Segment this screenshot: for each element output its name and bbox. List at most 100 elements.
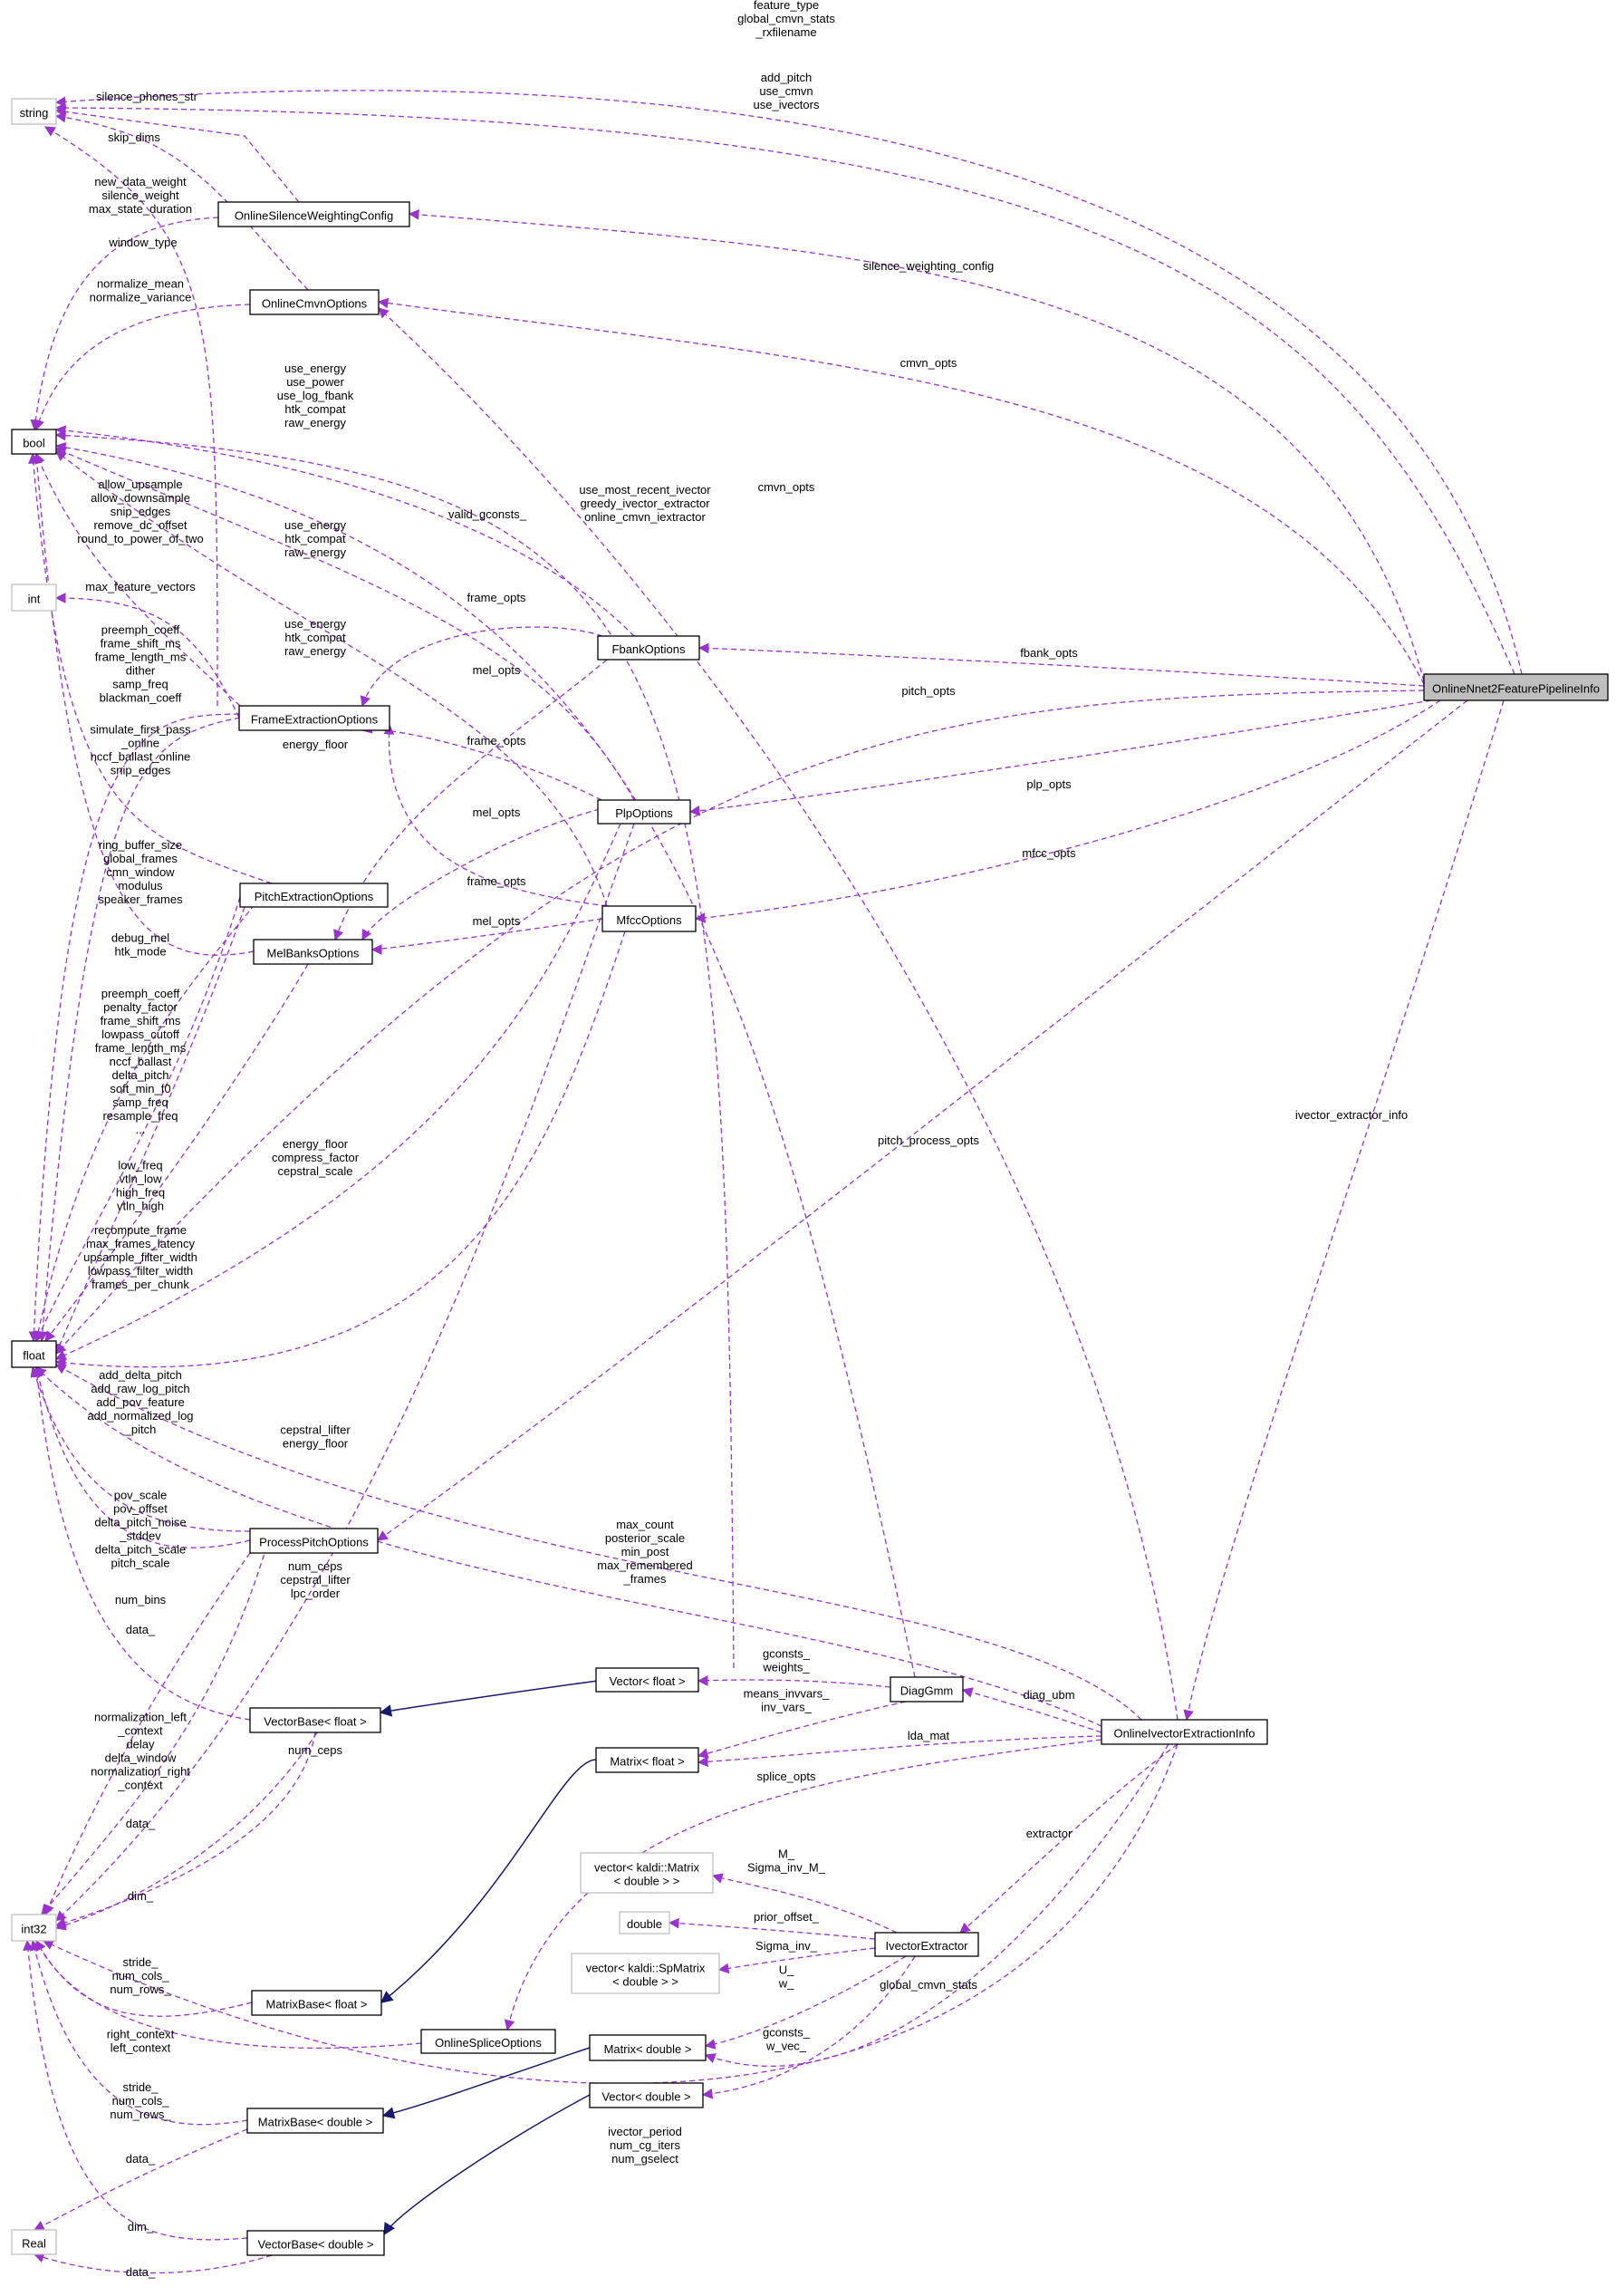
node-real: Real [11,2229,57,2255]
node-label-ivectorextractor: IvectorExtractor [885,1939,968,1953]
node-float[interactable]: float [11,1340,57,1368]
node-box-matrixfloat [595,1747,699,1773]
edge-label-e4: skip_dims [108,130,160,144]
usage-edge-e44 [41,1528,273,1915]
edge-label-e21: mel_opts [473,806,521,819]
nodes-layer: stringboolintfloatint32RealOnlineSilence… [11,98,1609,2256]
node-processpitchoptions[interactable]: ProcessPitchOptions [249,1528,379,1554]
usage-edge-e38 [961,1687,1102,1733]
node-box-frameextractionoptions [238,705,390,731]
usage-edge-e14 [360,626,603,708]
node-onlineivectorextractioninfo[interactable]: OnlineIvectorExtractionInfo [1101,1719,1268,1745]
usage-edge-e9 [54,441,916,1678]
node-onlinespliceoptions[interactable]: OnlineSpliceOptions [420,2029,556,2054]
usage-edge-e17 [333,659,608,941]
node-diaggmm[interactable]: DiagGmm [890,1676,964,1703]
node-matrixdouble[interactable]: Matrix< double > [589,2034,707,2061]
node-label-onlinecmvnoptions: OnlineCmvnOptions [262,296,368,310]
usage-edge-e49 [717,1947,876,1974]
node-plpoptions[interactable]: PlpOptions [597,799,691,825]
node-int: int [11,584,57,612]
node-frameextractionoptions[interactable]: FrameExtractionOptions [238,705,390,731]
node-matrixfloat[interactable]: Matrix< float > [595,1747,699,1773]
node-onlinecmvnoptions[interactable]: OnlineCmvnOptions [249,289,380,315]
node-box-float [11,1340,57,1368]
node-box-matrixbasefloat [251,1990,382,2016]
node-label-mfccoptions: MfccOptions [616,913,682,927]
usage-edge-e47 [54,1732,318,1931]
node-box-pitchextractionoptions [239,883,389,908]
node-mfccoptions[interactable]: MfccOptions [601,905,697,932]
edge-label-e38: diag_ubm [1023,1688,1074,1702]
edge-label-e61: cmvn_opts [900,356,957,370]
node-onlinesilenceweightingconfig[interactable]: OnlineSilenceWeightingConfig [217,201,410,227]
node-fbankoptions[interactable]: FbankOptions [597,635,700,661]
usage-edge-e34 [55,823,635,1922]
usage-edge-e51 [704,1955,907,2050]
node-vectorbasedouble[interactable]: VectorBase< double > [246,2230,385,2256]
node-vectorbasefloat[interactable]: VectorBase< float > [249,1707,381,1733]
node-label-matrixbasedouble: MatrixBase< double > [258,2115,372,2128]
edge-label-e40: lda_mat [908,1729,950,1742]
node-melbanksoptions[interactable]: MelBanksOptions [253,939,373,965]
node-vectorkaldispmatrix: vector< kaldi::SpMatrix< double > > [571,1953,720,1994]
node-label-matrixbasefloat: MatrixBase< float > [266,1997,368,2011]
node-box-plpoptions [597,799,691,825]
node-box-mfccoptions [601,905,697,932]
usage-edge-e8 [54,425,635,637]
edge-label-e46: M_Sigma_inv_M_ [747,1847,826,1875]
node-label-vectorbasefloat: VectorBase< float > [264,1714,366,1728]
node-box-vectorbasedouble [246,2230,385,2256]
node-box-int [11,584,57,612]
edge-label-e6: window_type [108,236,177,249]
node-box-ivectorextractor [874,1932,979,1957]
usage-edge-e48 [668,1917,876,1940]
usage-edge-e46 [711,1873,898,1934]
node-matrixbasefloat[interactable]: MatrixBase< float > [251,1990,382,2016]
node-bool[interactable]: bool [11,429,57,455]
edge-label-e45: extractor [1026,1827,1073,1840]
node-box-real [11,2229,57,2255]
edge-label-e18: energy_floor [283,738,349,751]
node-matrixbasedouble[interactable]: MatrixBase< double > [246,2108,384,2134]
node-vectorfloat[interactable]: Vector< float > [595,1667,699,1693]
node-box-fbankoptions [597,635,700,661]
edge-label-e60: silence_weighting_config [863,259,995,273]
node-label-matrixdouble: Matrix< double > [604,2042,692,2056]
node-ivectorextractor[interactable]: IvectorExtractor [874,1932,979,1957]
usage-edge-e37 [697,1675,891,1688]
node-label-frameextractionoptions: FrameExtractionOptions [251,712,379,726]
edge-label-e35: num_bins [115,1593,167,1606]
node-box-processpitchoptions [249,1528,379,1554]
usage-edge-e27 [54,823,621,1360]
node-onlinennet2featurepipelineinfo[interactable]: OnlineNnet2FeaturePipelineInfo [1423,673,1609,701]
node-vectordouble[interactable]: Vector< double > [589,2082,704,2108]
node-label-bool: bool [23,436,45,449]
edge-label-e49: Sigma_inv_ [755,1939,818,1953]
usage-edge-e62 [378,307,1178,1721]
node-box-melbanksoptions [253,939,373,965]
edge-label-e19: frame_opts [467,734,526,748]
edge-label-e66: mfcc_opts [1022,846,1076,860]
node-label-onlineivectorextractioninfo: OnlineIvectorExtractionInfo [1113,1726,1255,1740]
node-label-processpitchoptions: ProcessPitchOptions [259,1535,369,1548]
usage-edge-e21 [361,808,601,941]
edge-label-e14: frame_opts [467,591,526,604]
edge-label-e58: dim_ [128,2220,154,2233]
usage-edge-e33 [54,1364,1142,1721]
usage-edge-e2 [54,102,1515,675]
node-pitchextractionoptions[interactable]: PitchExtractionOptions [239,883,389,908]
usage-edge-e5 [30,217,219,431]
edge-label-e42: num_ceps [288,1743,342,1757]
node-box-onlinecmvnoptions [249,289,380,315]
